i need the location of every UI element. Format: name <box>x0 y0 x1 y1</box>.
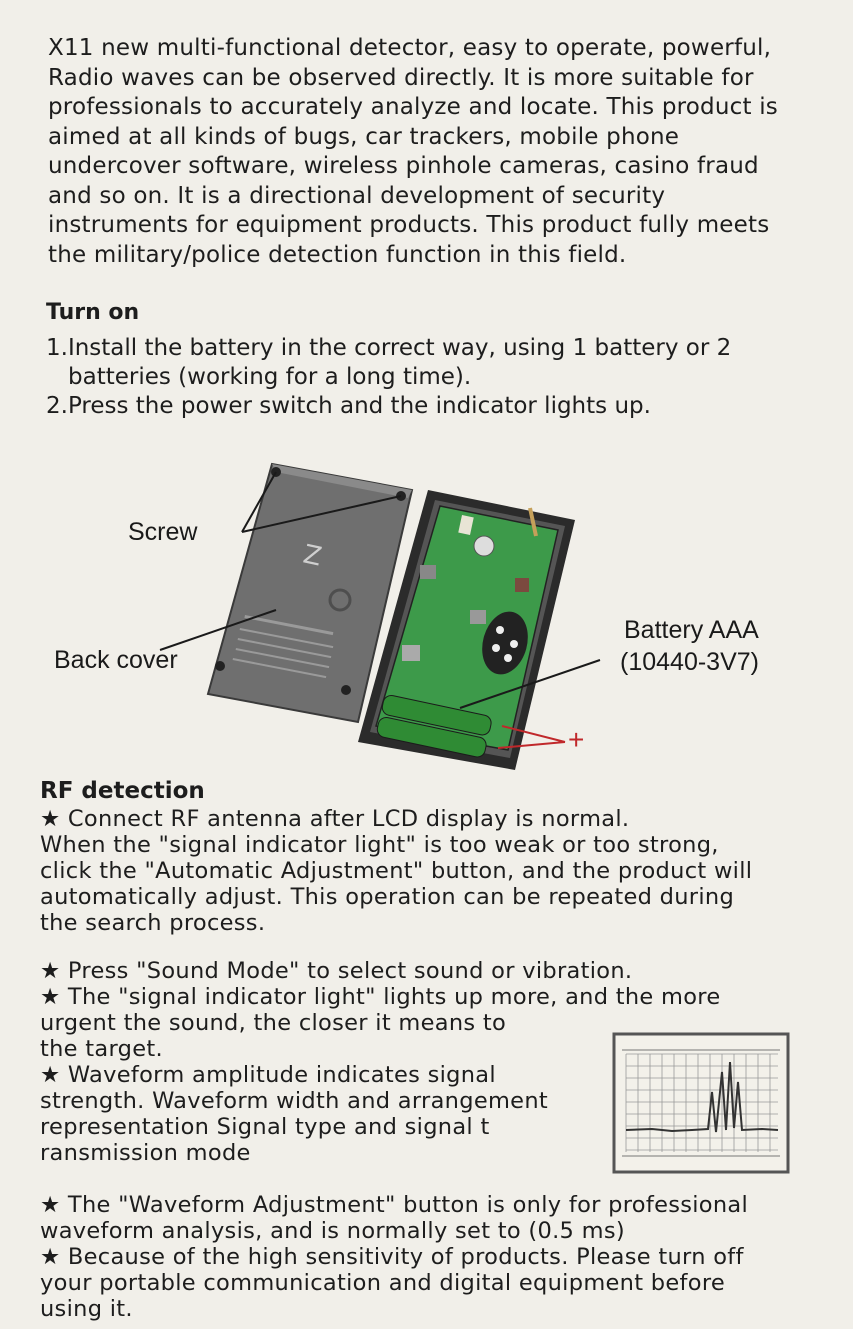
rf-line: click the "Automatic Adjustment" button,… <box>40 858 753 884</box>
rf-line: When the "signal indicator light" is too… <box>40 832 719 858</box>
rf-line: urgent the sound, the closer it means to <box>40 1010 507 1036</box>
rf-line: representation Signal type and signal t <box>40 1114 490 1140</box>
leader-lines <box>159 471 601 709</box>
intro-line: instruments for equipment products. This… <box>48 212 770 238</box>
label-battery-line-2: (10440-3V7) <box>620 648 759 676</box>
rf-paragraph-2: ★ Press "Sound Mode" to select sound or … <box>40 958 720 1166</box>
rf-line: your portable communication and digital … <box>40 1270 726 1296</box>
label-battery-line-1: Battery AAA <box>624 616 759 644</box>
rf-line: ★ Press "Sound Mode" to select sound or … <box>40 958 633 984</box>
rf-line: the search process. <box>40 910 266 936</box>
device-illustration: Z <box>159 462 601 770</box>
rf-line: the target. <box>40 1036 163 1062</box>
step-1-line-1: 1.Install the battery in the correct way… <box>46 335 732 361</box>
label-plus: + <box>568 724 585 755</box>
rf-line: using it. <box>40 1296 133 1322</box>
rf-line: automatically adjust. This operation can… <box>40 884 735 910</box>
label-back-cover: Back cover <box>54 646 178 674</box>
rf-line: ★ Because of the high sensitivity of pro… <box>40 1244 744 1270</box>
svg-text:Z: Z <box>301 540 325 573</box>
step-1-line-2: batteries (working for a long time). <box>68 364 472 390</box>
intro-line: professionals to accurately analyze and … <box>48 94 778 120</box>
intro-line: undercover software, wireless pinhole ca… <box>48 153 759 179</box>
step-2: 2.Press the power switch and the indicat… <box>46 393 651 419</box>
rf-detection-heading: RF detection <box>40 778 205 804</box>
device-diagram: Z <box>40 450 820 790</box>
plus-pointer-lines <box>497 725 566 749</box>
rf-line: ★ The "signal indicator light" lights up… <box>40 984 721 1010</box>
intro-line: and so on. It is a directional developme… <box>48 182 666 209</box>
rf-line: ransmission mode <box>40 1140 251 1166</box>
rf-line: waveform analysis, and is normally set t… <box>40 1218 625 1244</box>
rf-line: ★ The "Waveform Adjustment" button is on… <box>40 1192 749 1218</box>
rf-line: strength. Waveform width and arrangement <box>40 1088 548 1114</box>
intro-paragraph: X11 new multi-functional detector, easy … <box>48 34 828 270</box>
turn-on-heading: Turn on <box>46 300 140 325</box>
intro-line: aimed at all kinds of bugs, car trackers… <box>48 123 680 150</box>
intro-line: Radio waves can be observed directly. It… <box>48 64 754 91</box>
turn-on-steps: 1.Install the battery in the correct way… <box>46 334 816 421</box>
rf-paragraph-1: ★ Connect RF antenna after LCD display i… <box>40 806 840 936</box>
label-screw: Screw <box>128 518 198 546</box>
rf-paragraph-3: ★ The "Waveform Adjustment" button is on… <box>40 1192 840 1322</box>
waveform-display-image <box>612 1032 790 1174</box>
intro-line: X11 new multi-functional detector, easy … <box>48 35 772 61</box>
rf-line: ★ Waveform amplitude indicates signal <box>40 1062 496 1088</box>
intro-line: the military/police detection function i… <box>48 241 627 268</box>
rf-line: ★ Connect RF antenna after LCD display i… <box>40 806 630 832</box>
